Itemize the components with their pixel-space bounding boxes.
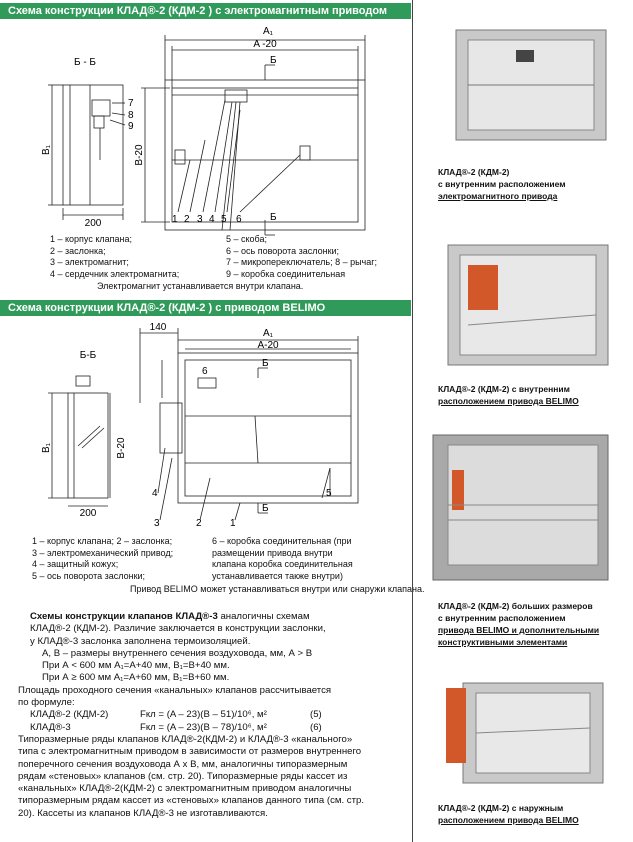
svg-text:9: 9 xyxy=(128,121,134,132)
svg-text:5: 5 xyxy=(221,214,227,225)
column-divider xyxy=(412,0,413,842)
photo-electromagnetic xyxy=(455,29,607,141)
svg-text:B-20: B-20 xyxy=(134,144,145,166)
section1-title-bar: Схема конструкции КЛАД®-2 (КДМ-2 ) с эле… xyxy=(0,3,411,19)
section2-title: Схема конструкции КЛАД®-2 (КДМ-2 ) с при… xyxy=(8,302,326,314)
section2-legend-right: 6 – коробка соединительная (при размещен… xyxy=(212,536,353,581)
svg-text:Б-Б: Б-Б xyxy=(80,350,97,361)
body-text: Схемы конструкции клапанов КЛАД®-3 анало… xyxy=(18,611,364,819)
svg-text:B-20: B-20 xyxy=(116,437,127,459)
svg-text:A₁: A₁ xyxy=(263,26,274,37)
svg-text:6: 6 xyxy=(236,214,242,225)
section1-drawing: Б - Б A₁ A -20 B₁ B-20 200 Б Б 7 8 9 1 2… xyxy=(41,26,366,236)
svg-text:1: 1 xyxy=(230,518,236,529)
svg-text:B₁: B₁ xyxy=(41,442,52,453)
photo-belimo-internal xyxy=(447,244,609,366)
svg-text:2: 2 xyxy=(184,214,190,225)
svg-text:200: 200 xyxy=(80,508,97,519)
section2-drawing: Б-Б 140 A₁ A-20 B₁ B-20 200 Б Б 6 4 3 2 … xyxy=(41,322,359,529)
svg-text:3: 3 xyxy=(154,518,160,529)
svg-text:Б: Б xyxy=(270,212,277,223)
svg-text:A₁: A₁ xyxy=(263,328,274,339)
svg-text:Б: Б xyxy=(262,358,269,369)
section1-legend-right: 5 – скоба; 6 – ось поворота заслонки; 7 … xyxy=(226,234,378,279)
caption-belimo-internal: КЛАД®-2 (КДМ-2) с внутренним расположени… xyxy=(438,384,579,406)
section2-legend-left: 1 – корпус клапана; 2 – заслонка; 3 – эл… xyxy=(32,536,174,581)
photo-belimo-large xyxy=(432,434,609,581)
caption-belimo-large: КЛАД®-2 (КДМ-2) больших размеров с внутр… xyxy=(438,601,600,647)
svg-text:4: 4 xyxy=(152,488,158,499)
svg-text:A -20: A -20 xyxy=(253,39,277,50)
section1-note: Электромагнит устанавливается внутри кла… xyxy=(97,281,304,291)
svg-text:5: 5 xyxy=(326,488,332,499)
svg-text:A-20: A-20 xyxy=(257,340,279,351)
section1-title: Схема конструкции КЛАД®-2 (КДМ-2 ) с эле… xyxy=(8,5,388,17)
caption-electromagnetic: КЛАД®-2 (КДМ-2) с внутренним расположени… xyxy=(438,167,566,201)
svg-text:Б: Б xyxy=(262,503,269,514)
photo-belimo-external xyxy=(446,682,604,784)
svg-text:B₁: B₁ xyxy=(41,144,52,155)
svg-text:200: 200 xyxy=(85,218,102,229)
svg-text:8: 8 xyxy=(128,110,134,121)
section1-legend-left: 1 – корпус клапана; 2 – заслонка; 3 – эл… xyxy=(50,234,180,279)
svg-text:1: 1 xyxy=(172,214,178,225)
svg-text:3: 3 xyxy=(197,214,203,225)
svg-text:7: 7 xyxy=(128,98,134,109)
section2-title-bar: Схема конструкции КЛАД®-2 (КДМ-2 ) с при… xyxy=(0,300,411,316)
svg-text:6: 6 xyxy=(202,366,208,377)
section2-note: Привод BELIMO может устанавливаться внут… xyxy=(130,584,425,594)
section1-label: Б - Б xyxy=(74,57,96,68)
svg-text:Б: Б xyxy=(270,55,277,66)
svg-text:4: 4 xyxy=(209,214,215,225)
svg-text:2: 2 xyxy=(196,518,202,529)
caption-belimo-external: КЛАД®-2 (КДМ-2) с наружным расположением… xyxy=(438,803,579,825)
svg-text:140: 140 xyxy=(150,322,167,333)
